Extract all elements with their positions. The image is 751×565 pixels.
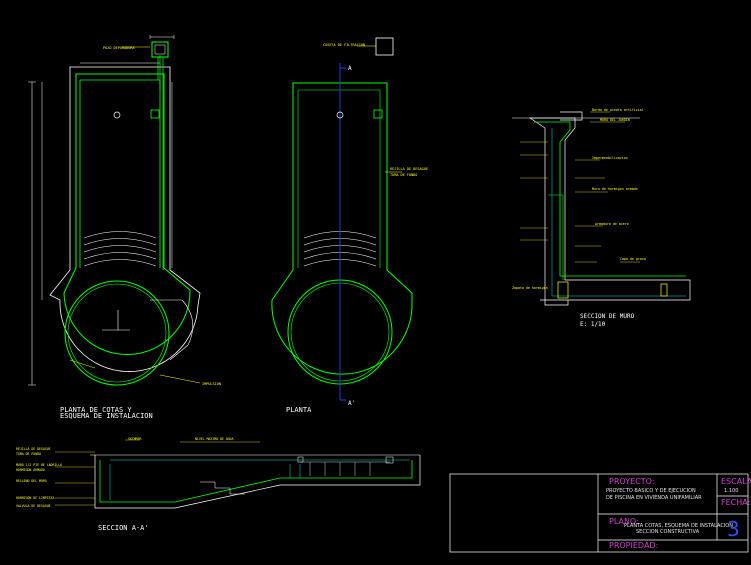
plan-title-line2: ESQUEMA DE INSTALACION bbox=[60, 412, 153, 420]
plan-planta bbox=[271, 37, 413, 401]
label-zapata: Zapata de hormigon bbox=[512, 286, 548, 290]
label-hormigon: Muro de hormigon armado bbox=[592, 187, 638, 191]
plan-title-line1: PLANTA DE COTAS Y bbox=[60, 406, 132, 414]
proyecto-label: PROYECTO: bbox=[609, 477, 655, 486]
plano-label: PLANO: bbox=[609, 517, 639, 526]
label-impulsion: IMPULSION bbox=[202, 382, 221, 386]
section-aa-notes: REJILLA DE DESAGUE TOMA DE FONDO MURO 1/… bbox=[16, 437, 233, 508]
title-block bbox=[449, 473, 749, 553]
plano-value-line1: PLANTA COTAS, ESQUEMA DE INSTALACION bbox=[624, 523, 733, 529]
label-pozo-depuradora: POZO DEPURADORA bbox=[103, 46, 136, 50]
escala-label: ESCALA: bbox=[721, 477, 751, 486]
plano-value-line2: SECCION CONSTRUCTIVA bbox=[636, 529, 700, 535]
note-4: HORMIGON ARMADO bbox=[16, 468, 45, 472]
label-nivel-agua: NIVEL MAXIMO DE AGUA bbox=[195, 437, 233, 441]
section-marker-a-prime: A' bbox=[348, 400, 355, 407]
plan-cotas bbox=[28, 35, 201, 386]
section-wall-title: SECCION DE MURO bbox=[580, 313, 635, 320]
note-3: MURO 1/2 PIE DE LADRILLO bbox=[16, 463, 62, 467]
sheet-number: 3 bbox=[727, 517, 740, 541]
label-skimmer: SKIMMER bbox=[128, 437, 142, 441]
wall-section bbox=[512, 111, 691, 306]
note-7: VALVULA DE DESAGUE bbox=[16, 504, 51, 508]
escala-value: 1:100 bbox=[724, 488, 738, 494]
label-muro-jardin: MURO DEL JARDIN bbox=[600, 118, 630, 122]
section-aa bbox=[55, 439, 421, 509]
note-1: REJILLA DE DESAGUE bbox=[16, 447, 51, 451]
fecha-label: FECHA: bbox=[721, 498, 750, 507]
label-impermeabilizacion: Impermeabilizacion bbox=[592, 156, 628, 160]
label-grava: Capa de grava bbox=[620, 257, 646, 261]
label-borde-piedra: Borde de piedra artificial bbox=[592, 108, 644, 112]
label-armadura: Armadura de acero bbox=[595, 222, 629, 226]
proyecto-value-line2: DE PISCINA EN VIVIENDA UNIFAMILIAR bbox=[606, 495, 702, 501]
propiedad-label: PROPIEDAD: bbox=[609, 541, 658, 550]
label-caseta-filtracion: CASETA DE FILTRACION bbox=[323, 43, 365, 47]
label-toma-fondo: TOMA DE FONDO bbox=[390, 173, 417, 177]
note-2: TOMA DE FONDO bbox=[16, 452, 41, 456]
section-marker-a: A bbox=[348, 65, 352, 72]
label-rejilla-desague: REJILLA DE DESAGUE bbox=[390, 167, 428, 171]
proyecto-value-line1: PROYECTO BASICO Y DE EJECUCION bbox=[606, 488, 696, 494]
wall-section-notes: Borde de piedra artificial MURO DEL JARD… bbox=[512, 108, 646, 290]
section-aa-title: SECCION A-A' bbox=[98, 524, 149, 532]
note-5: RELLENO DEL MURO bbox=[16, 479, 47, 483]
note-6: HORMIGON DE LIMPIEZA bbox=[16, 496, 54, 500]
planta-title: PLANTA bbox=[286, 406, 312, 414]
plan-cotas-notes: POZO DEPURADORA IMPULSION bbox=[103, 46, 221, 386]
section-wall-scale: E: 1/10 bbox=[580, 321, 606, 328]
